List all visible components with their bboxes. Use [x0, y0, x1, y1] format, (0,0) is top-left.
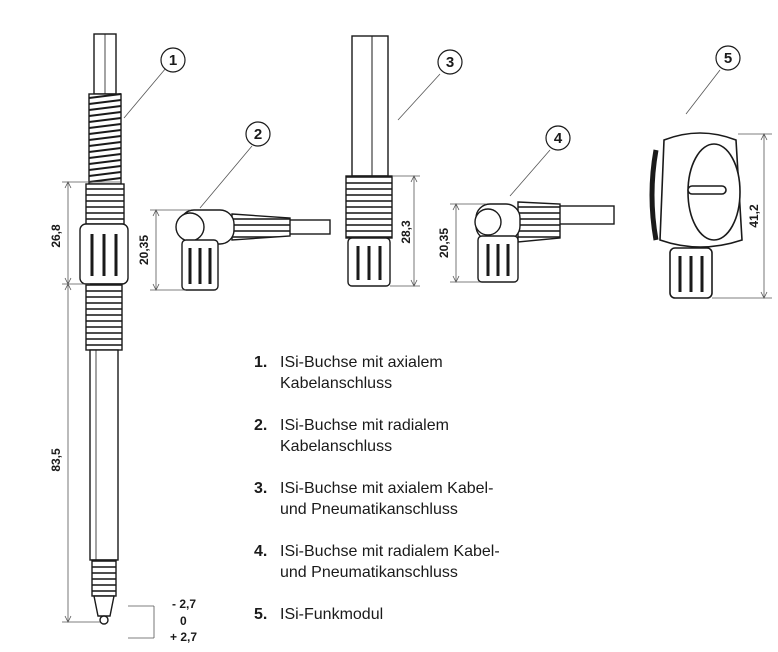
- legend-item-5: 5. ISi-Funkmodul: [254, 604, 383, 625]
- spring-cable-guard: [88, 93, 122, 185]
- legend-item-number: 5.: [254, 606, 268, 623]
- legend-item-line1: ISi-Buchse mit axialem Kabel-: [280, 480, 494, 497]
- legend-item-4: 4. ISi-Buchse mit radialem Kabel-und Pneu…: [254, 541, 500, 583]
- part-2-radial-socket-drawing: [175, 209, 331, 291]
- part-4-dimension-lines: [450, 203, 486, 283]
- legend-item-line2: und Pneumatikanschluss: [280, 501, 458, 518]
- callout-5: 5: [715, 45, 741, 71]
- dim-label-26-8: 26,8: [49, 224, 63, 248]
- svg-text:5: 5: [724, 50, 732, 67]
- svg-text:4: 4: [554, 130, 563, 147]
- stroke-label-minus: - 2,7: [172, 597, 196, 611]
- callout-4: 4: [545, 125, 571, 151]
- dim-label-20-35-part4: 20,35: [437, 228, 451, 258]
- legend-item-number: 1.: [254, 354, 268, 371]
- dim-label-41-2: 41,2: [747, 204, 761, 228]
- part-1-dimension-lines: [62, 181, 155, 639]
- dim-label-83-5: 83,5: [49, 448, 63, 472]
- svg-text:3: 3: [446, 54, 454, 71]
- legend-item-line1: ISi-Funkmodul: [280, 606, 384, 623]
- legend-item-line1: ISi-Buchse mit radialem: [280, 417, 449, 434]
- part-3-dimension-lines: [390, 175, 420, 287]
- callout-2: 2: [245, 121, 271, 147]
- legend-item-line1: ISi-Buchse mit axialem: [280, 354, 443, 371]
- svg-text:2: 2: [254, 126, 262, 143]
- part-5-wireless-module-drawing: [649, 132, 743, 299]
- legend-item-line2: Kabelanschluss: [280, 375, 393, 392]
- part-1-axial-socket-drawing: [79, 33, 129, 625]
- stroke-label-zero: 0: [180, 614, 187, 628]
- part-3-axial-pneumatic-drawing: [345, 35, 393, 287]
- legend-item-number: 3.: [254, 480, 268, 497]
- dim-label-20-35-part2: 20,35: [137, 235, 151, 265]
- callout-3: 3: [437, 49, 463, 75]
- callout-1: 1: [160, 47, 186, 73]
- legend-item-number: 2.: [254, 417, 268, 434]
- legend-item-number: 4.: [254, 543, 268, 560]
- svg-text:1: 1: [169, 52, 177, 69]
- legend-item-line1: ISi-Buchse mit radialem Kabel-: [280, 543, 500, 560]
- legend-item-line2: und Pneumatikanschluss: [280, 564, 458, 581]
- legend-item-line2: Kabelanschluss: [280, 438, 393, 455]
- dim-label-28-3: 28,3: [399, 220, 413, 244]
- legend-item-3: 3. ISi-Buchse mit axialem Kabel-und Pneum…: [254, 478, 493, 520]
- part-5-dimension-lines: [712, 133, 772, 299]
- part-4-radial-pneumatic-drawing: [474, 201, 615, 283]
- stroke-label-plus: + 2,7: [170, 630, 197, 644]
- part-2-dimension-lines: [150, 209, 190, 291]
- callout-leader-lines: [123, 67, 721, 209]
